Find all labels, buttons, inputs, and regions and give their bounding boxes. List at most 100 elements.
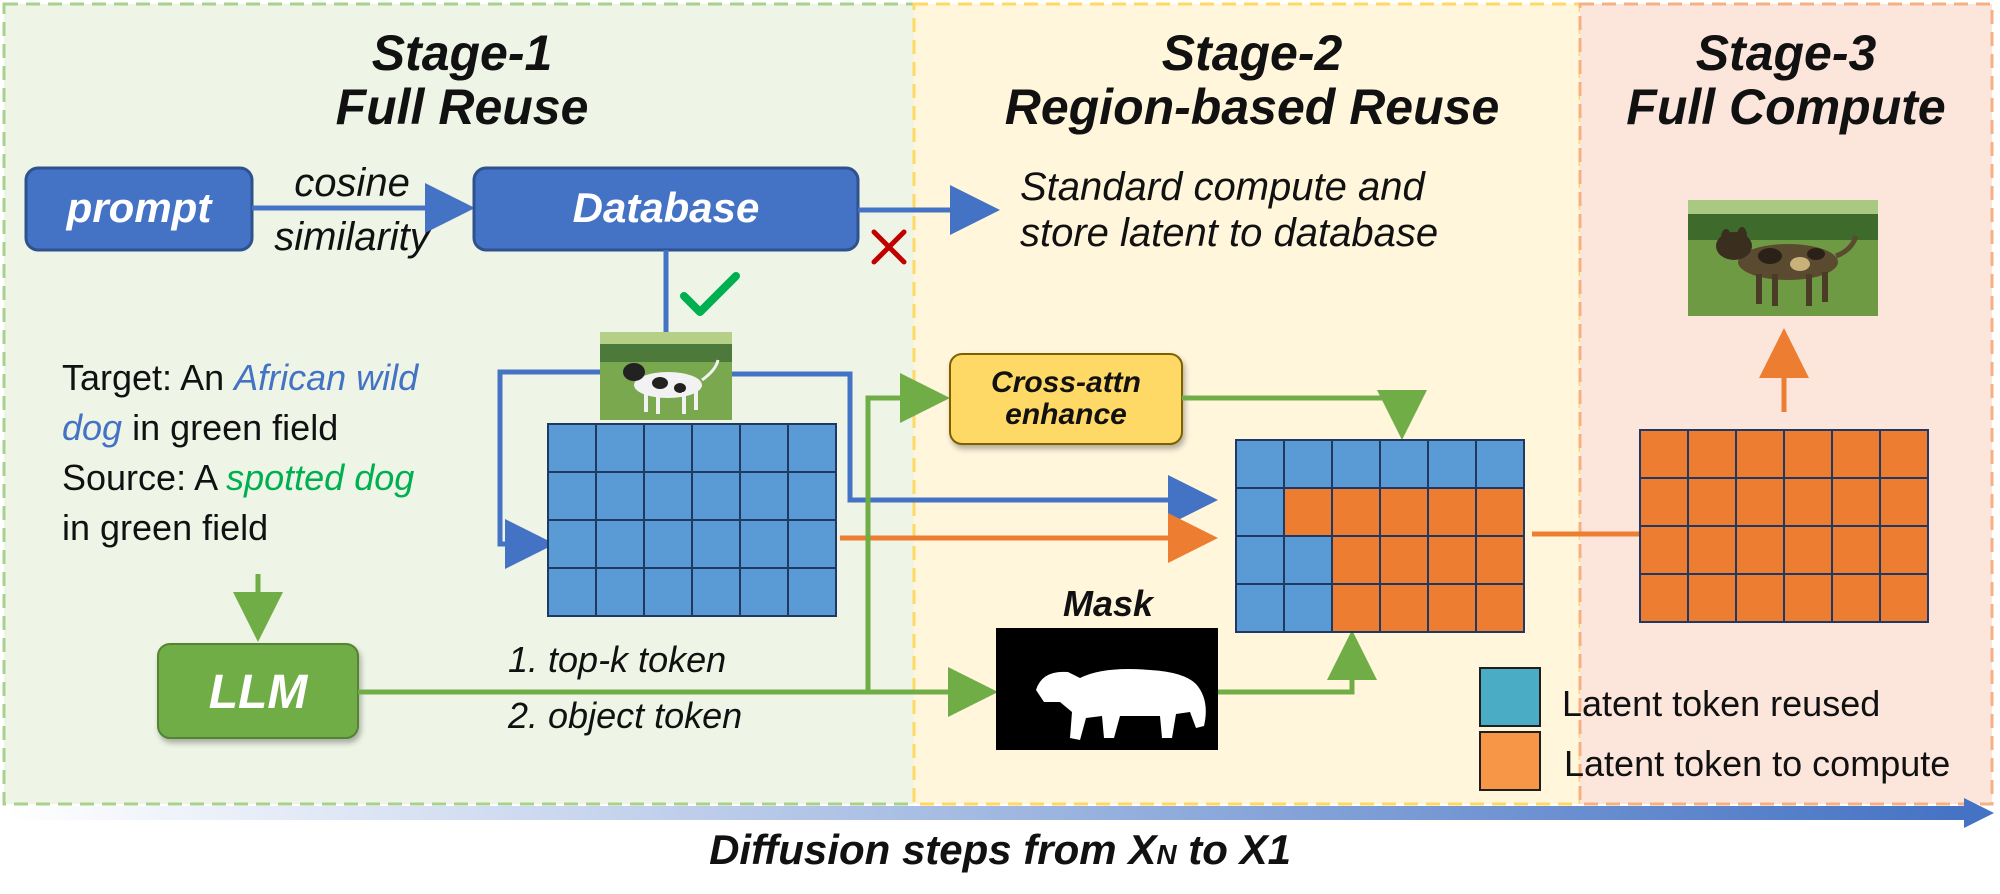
latent-token-cell — [595, 423, 645, 473]
target-highlight-1: African wild — [232, 357, 419, 398]
latent-token-cell — [1687, 525, 1737, 575]
cross-attn-line1: Cross-attn — [991, 366, 1141, 399]
latent-token-cell — [1331, 439, 1381, 489]
similarity-label: similarity — [274, 215, 433, 259]
latent-token-cell — [1379, 439, 1429, 489]
latent-token-cell — [1331, 487, 1381, 537]
cross-icon — [871, 229, 907, 265]
latent-token-cell — [1879, 525, 1929, 575]
latent-token-cell — [739, 567, 789, 617]
latent-token-cell — [1879, 429, 1929, 479]
latent-token-cell — [595, 567, 645, 617]
stage3-title-line1: Stage-3 — [1696, 25, 1877, 81]
llm-to-crossattn-arrow — [865, 373, 950, 692]
latent-token-cell — [739, 423, 789, 473]
latent-token-cell — [1879, 573, 1929, 623]
latent-token-cell — [739, 519, 789, 569]
check-icon — [680, 272, 740, 316]
latent-token-cell — [1639, 525, 1689, 575]
latent-token-cell — [1379, 535, 1429, 585]
latent-token-cell — [1735, 477, 1785, 527]
reuse-left-arrow — [497, 369, 600, 569]
latent-token-cell — [643, 567, 693, 617]
latent-token-cell — [1639, 573, 1689, 623]
latent-token-cell — [1379, 487, 1429, 537]
latent-token-cell — [691, 471, 741, 521]
latent-token-cell — [1831, 573, 1881, 623]
diffusion-steps-label: Diffusion steps from XN to X1 — [709, 826, 1291, 873]
latent-token-cell — [547, 519, 597, 569]
latent-token-cell — [787, 471, 837, 521]
latent-token-cell — [643, 423, 693, 473]
latent-token-cell — [1783, 525, 1833, 575]
latent-token-cell — [1427, 487, 1477, 537]
stage1-latent-grid — [547, 423, 837, 617]
latent-token-cell — [1831, 525, 1881, 575]
latent-token-cell — [547, 567, 597, 617]
cross-attn-line2: enhance — [1005, 398, 1127, 431]
latent-token-cell — [1783, 477, 1833, 527]
target-prompt-line1: Target: An African wild — [62, 357, 419, 398]
latent-token-cell — [1475, 535, 1525, 585]
legend-compute-label: Latent token to compute — [1564, 743, 1950, 784]
stage3-latent-grid — [1639, 429, 1929, 623]
database-label: Database — [573, 184, 760, 231]
latent-token-cell — [547, 423, 597, 473]
latent-token-cell — [1475, 583, 1525, 633]
latent-token-cell — [1283, 439, 1333, 489]
latent-token-cell — [1735, 429, 1785, 479]
latent-token-cell — [1235, 583, 1285, 633]
latent-token-cell — [1331, 583, 1381, 633]
latent-token-cell — [1331, 535, 1381, 585]
mask-image-icon — [996, 628, 1218, 750]
prompt-label: prompt — [66, 184, 214, 231]
stage1-panel — [2, 2, 916, 806]
latent-token-cell — [547, 471, 597, 521]
legend-compute-swatch — [1479, 731, 1541, 791]
diffusion-steps-arrowhead — [1964, 798, 1994, 828]
latent-token-cell — [1783, 573, 1833, 623]
target-prompt-line2: dog in green field — [62, 407, 338, 448]
latent-token-cell — [1379, 583, 1429, 633]
latent-token-cell — [1475, 487, 1525, 537]
latent-token-cell — [1831, 429, 1881, 479]
latent-token-cell — [1639, 477, 1689, 527]
legend-reused-label: Latent token reused — [1562, 683, 1880, 724]
latent-token-cell — [1283, 487, 1333, 537]
latent-token-cell — [1735, 573, 1785, 623]
top-k-token-label: 1. top-k token — [508, 639, 726, 680]
source-highlight: spotted dog — [226, 457, 414, 498]
latent-token-cell — [595, 519, 645, 569]
latent-token-cell — [691, 423, 741, 473]
cosine-label: cosine — [294, 161, 410, 205]
latent-token-cell — [1475, 439, 1525, 489]
latent-token-cell — [787, 567, 837, 617]
latent-token-cell — [1735, 525, 1785, 575]
stage3-title-line2: Full Compute — [1626, 79, 1945, 135]
mask-to-grid-arrow — [1218, 630, 1377, 695]
object-token-label: 2. object token — [507, 695, 742, 736]
latent-token-cell — [1687, 429, 1737, 479]
stage1-title-line2: Full Reuse — [336, 79, 589, 135]
latent-token-cell — [1283, 535, 1333, 585]
stage2-title-line1: Stage-2 — [1162, 25, 1343, 81]
latent-token-cell — [643, 519, 693, 569]
latent-token-cell — [1427, 535, 1477, 585]
latent-token-cell — [1235, 535, 1285, 585]
latent-token-cell — [1687, 573, 1737, 623]
latent-token-cell — [1639, 429, 1689, 479]
latent-token-cell — [691, 519, 741, 569]
latent-token-cell — [787, 519, 837, 569]
source-prompt-line1: Source: A spotted dog — [62, 457, 414, 498]
dog-image-icon — [600, 332, 732, 420]
latent-token-cell — [1427, 439, 1477, 489]
crossattn-to-grid-arrow — [1182, 390, 1427, 440]
diffusion-steps-bar — [6, 806, 1972, 820]
wild-dog-image-icon — [1688, 200, 1878, 316]
latent-token-cell — [691, 567, 741, 617]
latent-token-cell — [1783, 429, 1833, 479]
latent-token-cell — [1687, 477, 1737, 527]
stage2-latent-grid — [1235, 439, 1525, 633]
llm-label: LLM — [209, 666, 309, 719]
latent-token-cell — [595, 471, 645, 521]
